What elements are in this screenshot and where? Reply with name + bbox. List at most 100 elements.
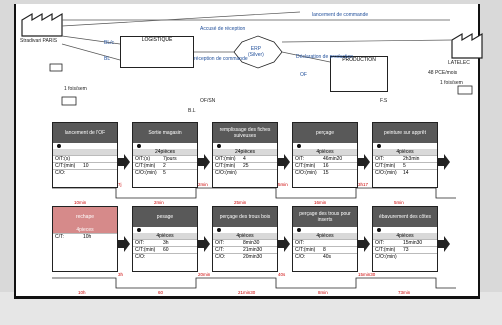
metric-value: 14 (403, 170, 409, 176)
metric-value: 25 (243, 163, 249, 169)
customer-factory-icon (451, 32, 483, 59)
timeline-label: 2min (198, 182, 208, 187)
operator-row (53, 143, 117, 149)
metric-key: C/T:(min) (375, 163, 396, 169)
supplier-name: Stradivari PARIS (20, 38, 58, 44)
operator-icon (217, 144, 221, 148)
metric-key: C/T:(min) (135, 247, 156, 253)
metric-row: C/T:(min) 60 (133, 246, 197, 253)
metric-row: O/T:(s)7jours (133, 155, 197, 162)
flow-accuse: Accusé de réception (200, 26, 246, 32)
truck-icon-3 (457, 85, 473, 95)
row2-arrows (116, 236, 450, 252)
metric-key: O/T: (135, 240, 145, 246)
metric-key: O/T: (215, 240, 225, 246)
timeline-label: 15min30 (358, 272, 376, 277)
operator-icon (297, 228, 301, 232)
timeline-label: 16min (314, 200, 327, 205)
timeline-label: 3h17 (358, 182, 369, 187)
pieces-label: 4pièces (133, 233, 197, 239)
timeline-label: 21min30 (238, 290, 256, 295)
metric-key: C/O:(min) (135, 170, 157, 176)
metric-key: O/T: (295, 240, 305, 246)
timeline-label: 60 (158, 290, 164, 295)
flow-reception: réception de commande (194, 56, 248, 62)
metric-row: C/O: (53, 169, 117, 176)
erp-to-production (281, 51, 331, 63)
metric-row: C/T:21min30 (213, 246, 277, 253)
customer-demand: 48 PCE/mois (428, 70, 458, 76)
flow-of: OF (300, 72, 307, 78)
metric-key: O/T: (375, 240, 385, 246)
operator-row (213, 227, 277, 233)
operator-row (133, 227, 197, 233)
flow-fs: F.S (380, 98, 388, 104)
metric-row: C/T:10h (53, 233, 117, 240)
operator-icon (217, 228, 221, 232)
operator-icon (377, 228, 381, 232)
flow-lancement: lancement de commande (312, 12, 369, 18)
metric-key: C/T:(min) (55, 163, 76, 169)
timeline-label: 3h (118, 272, 124, 277)
customer-frequency: 1 fois/sem (440, 80, 463, 86)
timeline-label: 5min (394, 200, 404, 205)
metric-value: 8min30 (243, 240, 260, 246)
metric-key: O/T:(s) (55, 156, 70, 162)
operator-row (293, 227, 357, 233)
metric-value: 5 (163, 170, 166, 176)
metric-key: C/O: (215, 254, 226, 260)
metric-row: C/O:(min)14 (373, 169, 437, 176)
erp-icon (233, 35, 283, 69)
process-title: remplissage des fiches suiveuses (213, 123, 277, 143)
logistics-label: LOGISTIQUE (141, 37, 173, 43)
pieces-label: 24pièces (133, 149, 197, 155)
metric-key: O/T: (375, 156, 385, 162)
operator-row (293, 143, 357, 149)
row1-arrows (116, 154, 450, 170)
metric-key: C/T:(min) (295, 163, 316, 169)
metric-key: C/O:(min) (295, 170, 317, 176)
timeline-label: 20min (198, 272, 211, 277)
metric-value: 60 (163, 247, 169, 253)
metric-value: 46min20 (323, 156, 343, 162)
metric-row: C/T:(min)16 (293, 162, 357, 169)
flow-of-sn: OF/SN (200, 98, 216, 104)
timeline-label: 73min (398, 290, 411, 295)
metric-value: 7jours (163, 156, 177, 162)
metric-key: C/T:(min) (215, 163, 236, 169)
process-title: peinture sur apprêt (373, 123, 437, 143)
timeline-label: 40s (278, 272, 286, 277)
metric-key: O/T: (295, 156, 305, 162)
metric-row: O/T:(s) (53, 155, 117, 162)
timeline-label: 5min (278, 182, 288, 187)
bl-arrow-2 (61, 43, 121, 61)
metric-value: 10h (83, 234, 92, 240)
metric-key: C/T:(min) (375, 247, 396, 253)
timeline-2 (52, 277, 456, 289)
bl-arrow (61, 35, 121, 45)
flow-bl: BL (104, 56, 111, 62)
metric-row: O/T:3h (133, 239, 197, 246)
process-title: rechape (53, 207, 117, 227)
metric-key: C/T: (215, 247, 224, 253)
metric-row: C/O: (133, 253, 197, 260)
metric-row: O/T: 15min30 (373, 239, 437, 246)
metric-key: C/O:(min) (375, 254, 397, 260)
process-title: perçage des trous pour inserts (293, 207, 357, 227)
metric-value: 15min30 (403, 240, 423, 246)
timeline-label: 10min (74, 200, 87, 205)
metric-row: C/O:(min) (373, 253, 437, 260)
metric-row: O/T: 46min20 (293, 155, 357, 162)
metric-value: 8 (323, 247, 326, 253)
metric-key: C/O: (295, 254, 306, 260)
timeline-label: 25min (234, 200, 247, 205)
operator-icon (137, 228, 141, 232)
metric-value: 2h3min (403, 156, 420, 162)
